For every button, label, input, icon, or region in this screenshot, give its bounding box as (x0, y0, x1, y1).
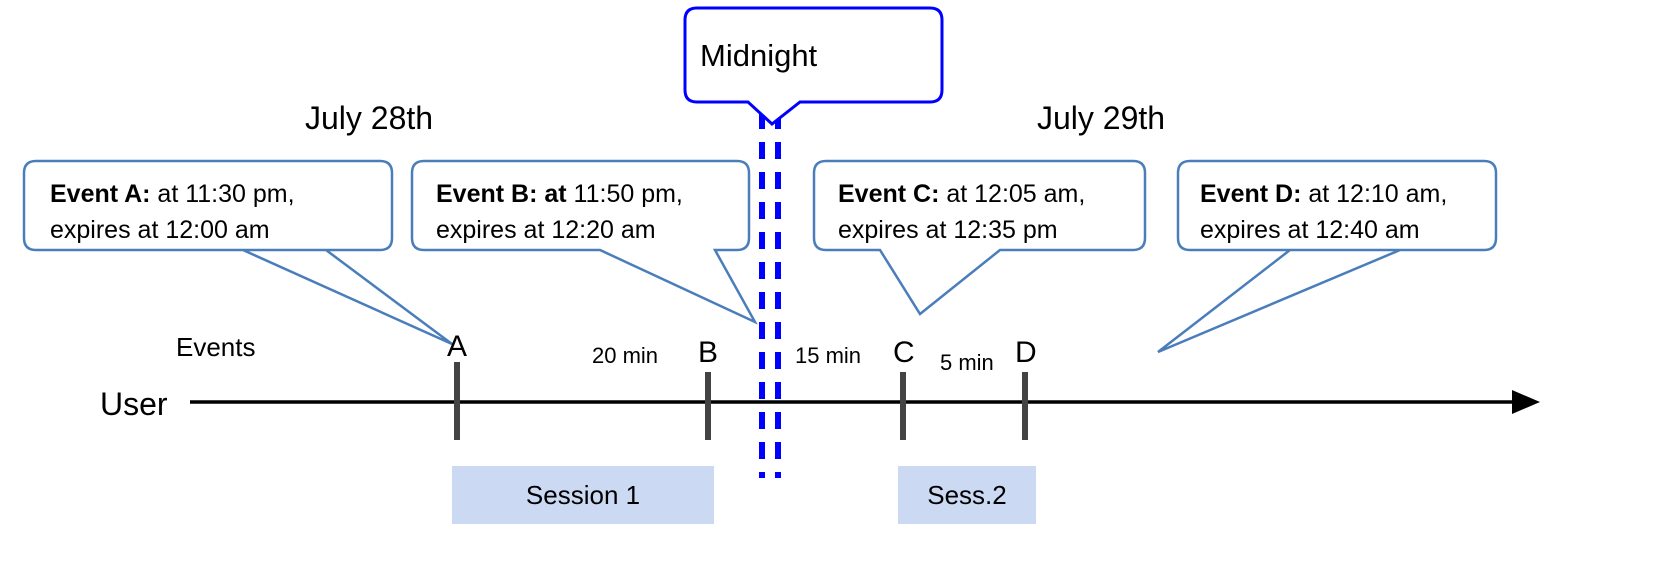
gap-label-bc: 15 min (795, 343, 862, 368)
session-1-label: Session 1 (525, 479, 641, 510)
event-a-line1-rest: at 11:30 pm, (150, 180, 295, 208)
event-d-bold: Event D: (1200, 180, 1302, 208)
session-2-box: Sess.2 (898, 466, 1036, 524)
event-a-callout-text: Event A: at 11:30 pm, expires at 12:00 a… (50, 176, 295, 248)
gap-label-ab: 20 min (592, 343, 659, 368)
date-label-left: July 28th (305, 100, 434, 136)
gap-label-cd: 5 min (940, 350, 994, 375)
event-d-callout-text: Event D: at 12:10 am, expires at 12:40 a… (1200, 176, 1447, 248)
event-letter-d: D (1015, 336, 1037, 369)
event-b-line2: expires at 12:20 am (436, 216, 656, 244)
event-b-callout-text: Event B: at 11:50 pm, expires at 12:20 a… (436, 176, 683, 248)
timeline-axis (190, 390, 1540, 414)
session-1-box: Session 1 (452, 466, 714, 524)
event-d-line1-rest: at 12:10 am, (1301, 180, 1448, 208)
event-c-line1-rest: at 12:05 am, (939, 180, 1086, 208)
date-label-right: July 29th (1037, 100, 1166, 136)
event-d-line2: expires at 12:40 am (1200, 216, 1420, 244)
midnight-marker (759, 112, 781, 478)
events-row-label: Events (176, 332, 256, 362)
event-b-bold: Event B: at (436, 180, 567, 208)
event-letter-a: A (447, 330, 468, 363)
event-c-line2: expires at 12:35 pm (838, 216, 1058, 244)
event-b-line1-rest: 11:50 pm, (566, 180, 683, 208)
midnight-label: Midnight (700, 38, 818, 73)
session-2-label: Sess.2 (927, 479, 1007, 510)
event-c-callout-text: Event C: at 12:05 am, expires at 12:35 p… (838, 176, 1085, 248)
event-letter-c: C (893, 336, 915, 369)
event-a-line2: expires at 12:00 am (50, 216, 270, 244)
user-row-label: User (100, 386, 168, 422)
event-a-bold: Event A: (50, 180, 151, 208)
event-letter-b: B (698, 336, 719, 369)
timeline-arrowhead (1512, 390, 1540, 414)
event-c-bold: Event C: (838, 180, 940, 208)
